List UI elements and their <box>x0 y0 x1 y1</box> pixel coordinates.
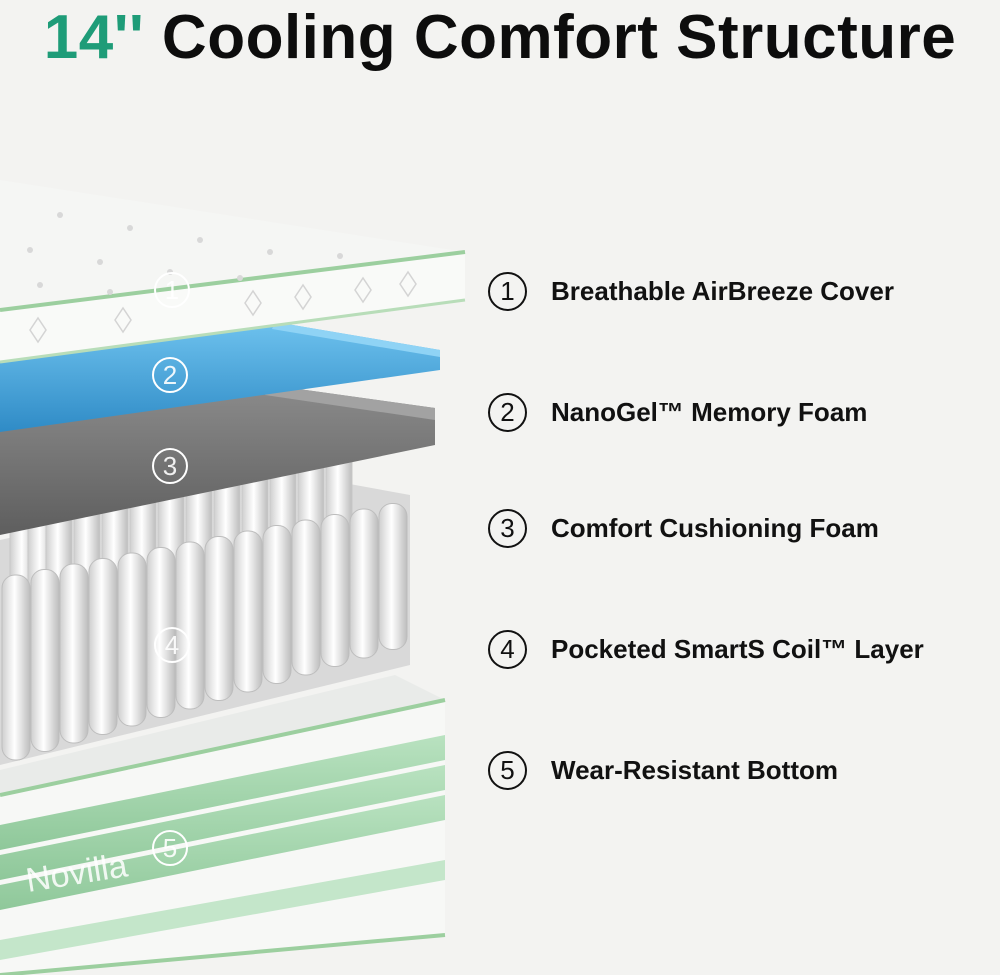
number-badge: 3 <box>488 508 527 548</box>
svg-text:1: 1 <box>165 275 179 305</box>
number-badge: 2 <box>488 392 527 432</box>
layer-4-marker: 4 <box>154 627 190 663</box>
mattress-layers-illustration: Novilla 5 4 3 2 <box>0 180 466 975</box>
layer-2-gel-foam: 2 <box>0 322 440 432</box>
coil-pocket <box>233 530 263 693</box>
legend-label: Pocketed SmartS Coil™ Layer <box>551 633 924 664</box>
coil-pocket <box>349 508 379 659</box>
legend-item-gel-foam: 2 NanoGel™ Memory Foam <box>488 389 867 435</box>
svg-text:2: 2 <box>163 360 177 390</box>
legend-label: NanoGel™ Memory Foam <box>551 396 868 427</box>
coil-pocket <box>175 541 205 710</box>
coil-pocket <box>88 558 118 735</box>
layer-3-comfort-foam: 3 <box>0 385 435 535</box>
page-title: 14'' Cooling Comfort Structure <box>0 0 1000 80</box>
coil-pocket <box>59 563 89 744</box>
coil-pocket <box>262 525 292 684</box>
coil-pocket <box>1 574 31 761</box>
coil-pocket <box>30 569 60 752</box>
coil-pocket <box>117 552 147 727</box>
layer-5-bottom: Novilla 5 <box>0 675 446 975</box>
svg-text:4: 4 <box>165 630 179 660</box>
number-badge: 5 <box>488 750 527 790</box>
svg-text:3: 3 <box>163 451 177 481</box>
coil-pocket <box>378 503 408 650</box>
coil-pocket <box>204 536 234 701</box>
legend-item-coils: 4 Pocketed SmartS Coil™ Layer <box>488 626 924 672</box>
title-text: Cooling Comfort Structure <box>161 3 957 72</box>
legend-item-comfort-foam: 3 Comfort Cushioning Foam <box>488 505 879 551</box>
layer-1-cover: 1 <box>0 180 466 364</box>
number-badge: 1 <box>488 271 527 311</box>
legend-item-bottom: 5 Wear-Resistant Bottom <box>488 747 838 793</box>
svg-text:5: 5 <box>163 833 177 863</box>
legend-label: Breathable AirBreeze Cover <box>551 275 894 306</box>
number-badge: 4 <box>488 629 527 669</box>
coil-pocket <box>291 519 321 676</box>
coil-pocket <box>320 514 350 667</box>
layer-4-coils <box>0 444 410 765</box>
legend-label: Wear-Resistant Bottom <box>551 754 839 785</box>
title-accent: 14'' <box>43 3 145 72</box>
legend-item-cover: 1 Breathable AirBreeze Cover <box>488 268 894 314</box>
legend-label: Comfort Cushioning Foam <box>551 512 879 543</box>
